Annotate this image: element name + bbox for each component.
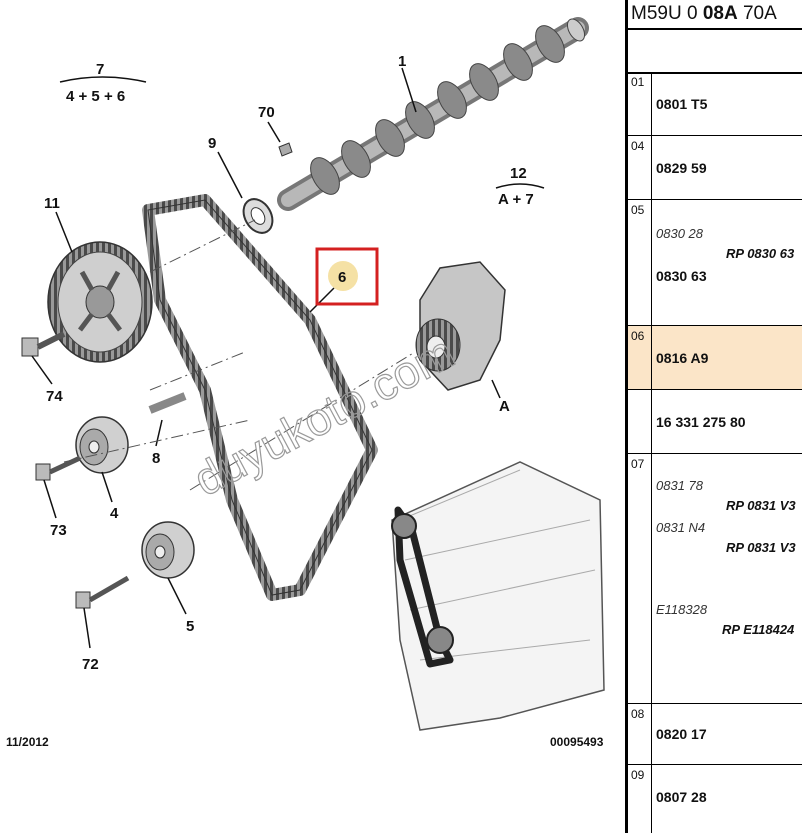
water-pump — [415, 261, 506, 391]
replacement-reference[interactable]: RP 0830 63 — [726, 246, 795, 261]
callout-74: 74 — [46, 388, 63, 405]
header-bold: 08A — [702, 3, 738, 24]
camshaft-sprocket — [47, 241, 153, 363]
part-row-05[interactable]: 05 0830 28 RP 0830 63 0830 63 — [628, 200, 802, 326]
idler-pulley — [141, 521, 195, 579]
callout-73: 73 — [50, 522, 67, 539]
superseded-reference: 0830 28 — [656, 226, 703, 241]
callout-12: 12 — [510, 165, 527, 182]
callout-A: A — [499, 398, 510, 415]
model-header: M59U 0 08A 70A — [628, 0, 802, 28]
highlight-marker — [328, 261, 358, 291]
parts-list-panel: M59U 0 08A 70A 01 0801 T5 04 0829 59 05 … — [625, 0, 802, 833]
row-number: 09 — [628, 765, 652, 833]
part-row-06[interactable]: 06 0816 A9 — [628, 326, 802, 390]
superseded-reference: E118328 — [656, 602, 708, 617]
seal-ring — [242, 198, 274, 234]
engine-block-sketch — [391, 461, 605, 731]
row-number: 04 — [628, 136, 652, 199]
part-reference[interactable]: 0830 63 — [656, 268, 707, 284]
group-bracket-12 — [495, 183, 545, 189]
superseded-reference: 0831 78 — [656, 478, 703, 493]
header-suffix: 70A — [742, 3, 777, 24]
leader-lines — [31, 67, 501, 649]
bolt-73 — [35, 455, 82, 481]
part-row-09[interactable]: 09 0807 28 — [628, 765, 802, 833]
callout-12-sum: A + 7 — [498, 191, 534, 208]
replacement-reference[interactable]: RP E118424 — [722, 622, 795, 637]
row-number: 08 — [628, 704, 652, 764]
row-number — [628, 390, 652, 453]
part-reference[interactable]: 0801 T5 — [656, 96, 708, 112]
row-number: 05 — [628, 200, 652, 325]
callout-1: 1 — [398, 53, 406, 70]
callout-6: 6 — [338, 269, 346, 286]
replacement-reference[interactable]: RP 0831 V3 — [726, 540, 796, 555]
callout-5: 5 — [186, 618, 194, 635]
part-row-06-oem[interactable]: 16 331 275 80 — [628, 390, 802, 454]
tensioner-pulley — [75, 416, 129, 474]
part-row-04[interactable]: 04 0829 59 — [628, 136, 802, 200]
callout-11: 11 — [44, 195, 60, 212]
group-bracket-7 — [59, 76, 147, 83]
callout-8: 8 — [152, 450, 160, 467]
callout-9: 9 — [208, 135, 216, 152]
part-reference[interactable]: 0816 A9 — [656, 350, 709, 366]
panel-subheader — [628, 28, 802, 74]
part-reference[interactable]: 0820 17 — [656, 726, 707, 742]
bolt-74 — [21, 331, 66, 357]
part-reference[interactable]: 0829 59 — [656, 160, 707, 176]
oem-reference[interactable]: 16 331 275 80 — [656, 414, 746, 430]
callout-70: 70 — [258, 104, 275, 121]
highlight-box — [315, 247, 379, 306]
callout-7-sum: 4 + 5 + 6 — [66, 88, 125, 105]
woodruff-key — [278, 142, 293, 157]
timing-belt — [142, 194, 378, 601]
row-number: 07 — [628, 454, 652, 703]
camshaft — [277, 17, 589, 211]
bolt-72 — [75, 575, 130, 609]
diagram-date: 11/2012 — [6, 735, 49, 749]
callout-4: 4 — [110, 505, 119, 522]
part-reference[interactable]: 0807 28 — [656, 789, 707, 805]
callout-72: 72 — [82, 656, 99, 673]
axis-lines — [63, 219, 416, 491]
superseded-reference: 0831 N4 — [656, 520, 706, 535]
part-row-01[interactable]: 01 0801 T5 — [628, 72, 802, 136]
part-row-08[interactable]: 08 0820 17 — [628, 704, 802, 765]
drawing-number: 00095493 — [550, 735, 604, 749]
stud-8 — [148, 392, 187, 414]
row-number: 06 — [628, 326, 652, 389]
header-prefix: M59U 0 — [631, 3, 698, 24]
row-number: 01 — [628, 72, 652, 135]
timing-belt-diagram: 1 7 4 + 5 + 6 70 9 11 12 A + 7 6 74 8 A … — [6, 17, 605, 749]
part-row-07[interactable]: 07 0831 78 RP 0831 V3 0831 N4 RP 0831 V3… — [628, 454, 802, 704]
callout-7: 7 — [96, 61, 104, 78]
replacement-reference[interactable]: RP 0831 V3 — [726, 498, 796, 513]
